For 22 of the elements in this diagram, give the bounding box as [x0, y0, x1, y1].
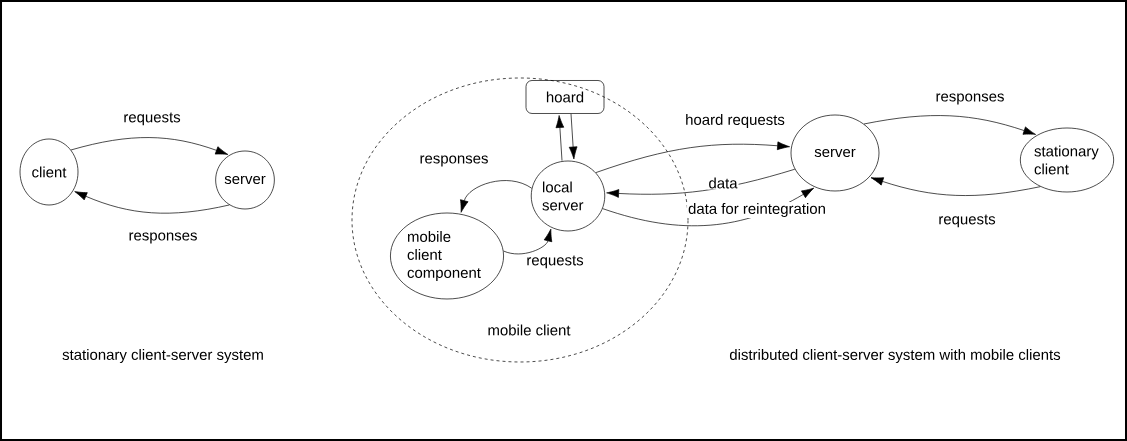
- arrow: [602, 187, 815, 227]
- arrow: [606, 168, 796, 198]
- arrow: [555, 115, 565, 161]
- edge-label: data: [707, 176, 739, 190]
- edge-label: requests: [525, 254, 585, 270]
- arrow: [74, 191, 230, 214]
- edge-label: requests: [937, 213, 997, 229]
- edge-label: responses: [934, 92, 1006, 106]
- edge-label: responses: [418, 154, 490, 168]
- arrow: [870, 177, 1041, 196]
- arrow: [595, 141, 790, 173]
- edge-label: responses: [127, 231, 199, 245]
- arrow: [568, 113, 578, 160]
- arrow: [70, 137, 229, 155]
- edge-label: data for reintegration: [687, 202, 827, 218]
- arrow: [863, 115, 1036, 135]
- arrow: [460, 180, 533, 213]
- hoard-box: hoard: [525, 80, 605, 114]
- caption: stationary client-server system: [62, 349, 263, 363]
- arrow: [503, 228, 553, 255]
- caption: distributed client-server system with mobile clients: [729, 349, 1061, 363]
- edge-label: requests: [122, 111, 182, 127]
